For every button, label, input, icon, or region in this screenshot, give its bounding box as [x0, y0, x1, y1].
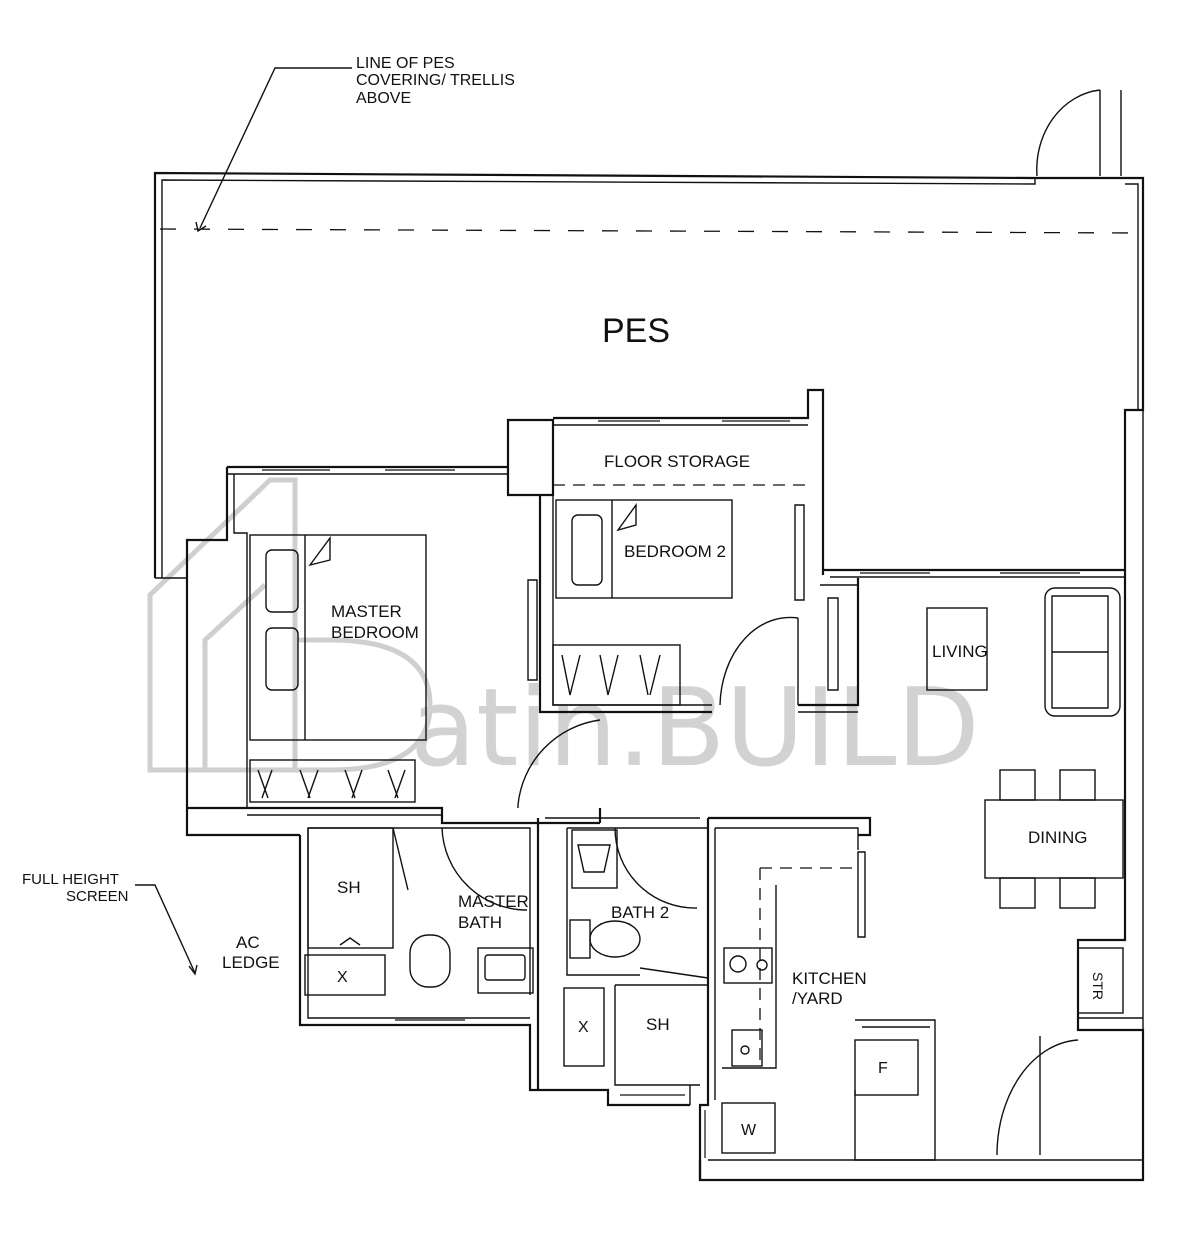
pillow [265, 549, 299, 613]
pes-area [153, 89, 1145, 579]
kitchen-line1: KITCHEN [792, 969, 867, 988]
pillow [265, 627, 299, 691]
chair [1059, 877, 1096, 909]
shower-master [307, 827, 394, 949]
pes-cover-line1: LINE OF PES [356, 55, 455, 72]
vanity-bath2-x: X [578, 1019, 589, 1036]
pillow [571, 514, 603, 586]
dining-label: DINING [1028, 828, 1088, 847]
master-bedroom-line1: MASTER [331, 602, 402, 621]
cooktop [723, 947, 773, 984]
washer-label: W [741, 1122, 757, 1139]
washer [721, 1102, 776, 1154]
fridge-label: F [878, 1060, 888, 1077]
fridge [854, 1039, 919, 1096]
screen-line1: FULL HEIGHT [22, 871, 119, 888]
bedroom2-label: BEDROOM 2 [624, 542, 726, 561]
labels: LINE OF PES COVERING/ TRELLIS ABOVE FULL… [22, 55, 1106, 1139]
master-bath-line1: MASTER [458, 892, 529, 911]
bedroom2-wardrobe [552, 644, 681, 706]
chair [1059, 769, 1096, 801]
chair [999, 877, 1036, 909]
watermark-logo: atin.BUILD [147, 477, 980, 791]
store [1077, 947, 1124, 1014]
kitchen-line2: /YARD [792, 989, 843, 1008]
master-bath-line2: BATH [458, 913, 502, 932]
pes-cover-line3: ABOVE [356, 90, 411, 107]
annotation-leaders [135, 67, 352, 976]
toilet-bath2 [589, 920, 641, 958]
master-bed [249, 534, 427, 741]
coffee-table [926, 607, 988, 691]
basin-bath2 [571, 829, 618, 889]
dining-table [984, 799, 1124, 879]
basin-master [477, 947, 534, 994]
toilet-master [409, 934, 451, 988]
pes-label: PES [602, 312, 670, 350]
vanity-master-x: X [337, 969, 348, 986]
bed-2 [555, 499, 733, 599]
shower-bath2-label: SH [646, 1015, 670, 1034]
furniture [249, 499, 1124, 1154]
master-wardrobe [249, 759, 416, 803]
pes-cover-line2: COVERING/ TRELLIS [356, 72, 515, 89]
shower-master-label: SH [337, 878, 361, 897]
master-bedroom-line2: BEDROOM [331, 623, 419, 642]
vanity-bath2 [563, 987, 605, 1067]
living-label: LIVING [932, 642, 988, 661]
ac-ledge-line2: LEDGE [222, 953, 280, 972]
ac-ledge-line1: AC [236, 933, 260, 952]
bath2-label: BATH 2 [611, 903, 669, 922]
floor-storage-label: FLOOR STORAGE [604, 452, 750, 471]
watermark-text: atin.BUILD [410, 666, 980, 791]
walls [185, 388, 1145, 1182]
trellis-line [159, 228, 1144, 234]
screen-line2: SCREEN [66, 888, 129, 905]
sofa [1044, 587, 1121, 717]
cistern [569, 919, 591, 959]
vanity-master [304, 954, 386, 996]
kitchen-sink [731, 1029, 763, 1067]
store-label: STR [1090, 972, 1106, 1000]
chair [999, 769, 1036, 801]
